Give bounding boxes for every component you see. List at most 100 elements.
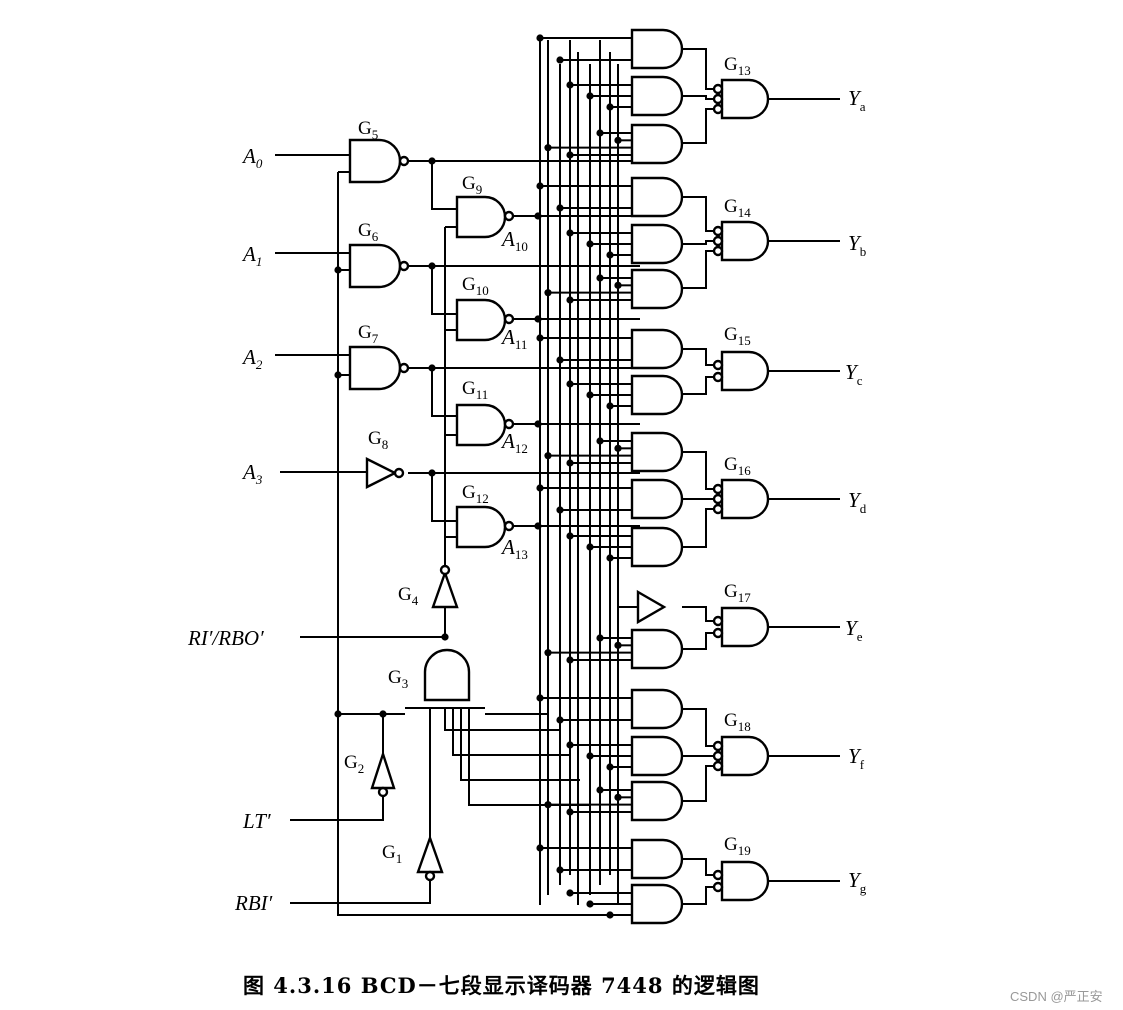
input-label-ri-rbo: RI′/RBO′ (187, 626, 264, 650)
rbi-wire (290, 880, 431, 904)
junction-dot (566, 741, 574, 749)
wire (682, 250, 714, 289)
junction-dot (556, 716, 564, 724)
junction-dot (536, 844, 544, 852)
junction-dot (586, 391, 594, 399)
junction-dot (379, 710, 387, 718)
wire (682, 606, 714, 622)
inversion-bubble (712, 93, 724, 105)
junction-dot (544, 452, 552, 460)
wire (682, 858, 714, 876)
input-label-a0: A0 (241, 144, 263, 171)
wire (682, 108, 714, 144)
inversion-bubble (503, 520, 515, 532)
junction-dot (566, 459, 574, 467)
wire (682, 765, 714, 802)
junction-dot (606, 103, 614, 111)
wire (431, 161, 457, 210)
inversion-bubble (712, 483, 724, 495)
and-gate-g3 (423, 648, 471, 702)
gate-label-g8: G8 (368, 428, 388, 452)
junction-dot (596, 786, 604, 794)
buffer-gate (636, 589, 667, 625)
inversion-bubble (393, 467, 405, 479)
junction-dot (586, 543, 594, 551)
output-label-yg: Yg (848, 868, 867, 896)
inversion-bubble (712, 371, 724, 383)
junction-dot (534, 315, 542, 323)
junction-dot (566, 808, 574, 816)
junction-dot (534, 212, 542, 220)
gate-label-g16: G16 (724, 454, 751, 478)
watermark: CSDN @严正安 (1010, 989, 1103, 1004)
junction-dot (534, 522, 542, 530)
output-label-ya: Ya (848, 86, 866, 114)
and-gate (630, 735, 684, 777)
and-gate (630, 431, 684, 473)
gate-label-g19: G19 (724, 834, 751, 858)
wire (468, 708, 590, 806)
and-gate (630, 268, 684, 310)
junction-dot (334, 371, 342, 379)
junction-dot (614, 793, 622, 801)
junction-dot (606, 763, 614, 771)
output-gate-g16 (720, 478, 770, 520)
junction-dot (536, 484, 544, 492)
inversion-bubble (712, 225, 724, 237)
wire (682, 240, 714, 245)
junction-dot (441, 633, 449, 641)
gate-label-g17: G17 (724, 581, 751, 605)
wire (444, 708, 560, 731)
wire (682, 708, 714, 747)
junction-dot (614, 444, 622, 452)
inversion-bubble (398, 362, 410, 374)
gate-label-g2: G2 (344, 752, 364, 776)
junction-dot (536, 694, 544, 702)
and-gate (630, 478, 684, 520)
buffer-gate-g1 (416, 834, 444, 874)
junction-dot (566, 229, 574, 237)
lt-bus (485, 40, 549, 715)
input-label-a3: A3 (241, 460, 263, 487)
output-gate-g19 (720, 860, 770, 902)
inversion-bubble (712, 503, 724, 515)
wire (682, 451, 714, 490)
input-label-a2: A2 (241, 345, 263, 372)
wire (682, 95, 714, 100)
junction-dot (544, 649, 552, 657)
junction-dot (556, 356, 564, 364)
output-label-yf: Yf (848, 744, 865, 772)
gate-label-g4: G4 (398, 584, 419, 608)
inversion-bubble (712, 760, 724, 772)
gate-label-g12: G12 (462, 482, 489, 506)
junction-dot (534, 420, 542, 428)
inversion-bubble (712, 245, 724, 257)
wire (431, 266, 457, 315)
and-gate (630, 883, 684, 925)
junction-dot (566, 889, 574, 897)
junction-dot (536, 182, 544, 190)
inversion-bubble (398, 260, 410, 272)
junction-dot (586, 752, 594, 760)
junction-dot (566, 81, 574, 89)
and-gate (630, 176, 684, 218)
inversion-bubble (712, 103, 724, 115)
junction-dot (606, 554, 614, 562)
junction-dot (614, 281, 622, 289)
inversion-bubble (439, 564, 451, 576)
wire (682, 632, 714, 650)
gate-label-g9: G9 (462, 173, 482, 197)
and-gate (630, 328, 684, 370)
gate-label-g11: G11 (462, 378, 488, 402)
and-gate (630, 688, 684, 730)
output-label-yb: Yb (848, 231, 866, 259)
nand-gate-g11 (455, 403, 507, 447)
internal-label-a12: A12 (500, 429, 528, 456)
lt-wire (290, 796, 384, 821)
inversion-bubble (503, 313, 515, 325)
inversion-bubble (398, 155, 410, 167)
output-gate-g14 (720, 220, 770, 262)
nand-gate-g6 (348, 243, 402, 289)
junction-dot (614, 641, 622, 649)
